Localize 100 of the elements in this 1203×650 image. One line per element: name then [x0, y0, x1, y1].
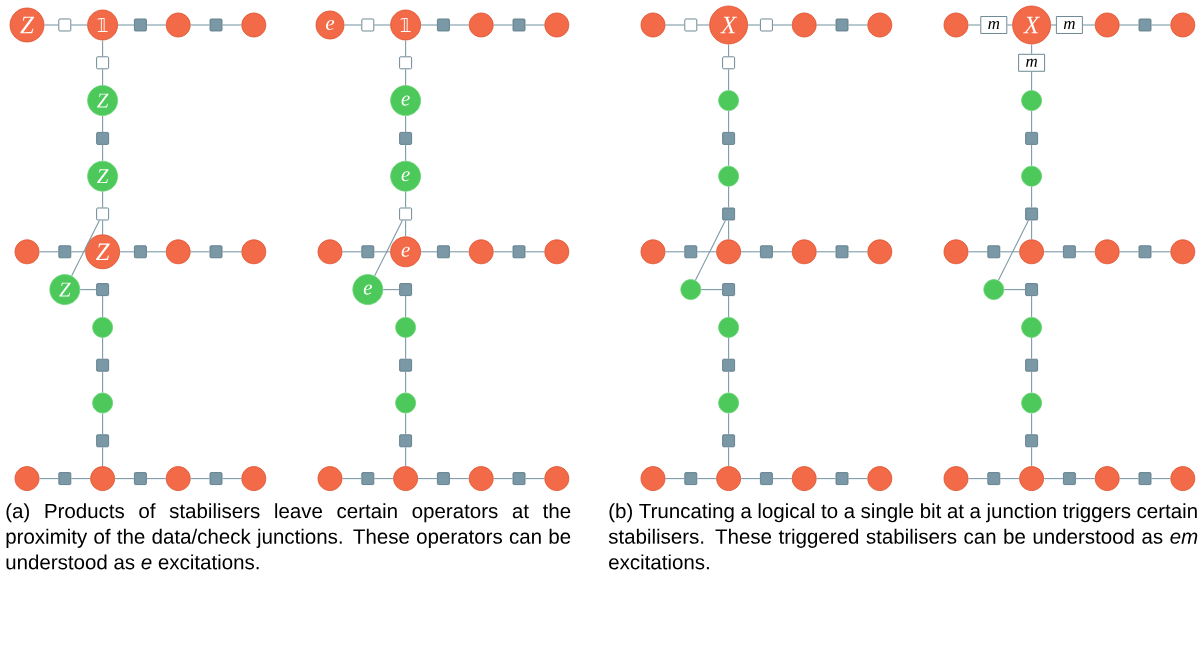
connector-line: [417, 478, 438, 480]
circle-node: [1170, 239, 1196, 265]
connector-line: [1119, 24, 1140, 26]
connector-line: [1082, 24, 1096, 26]
connector-line: [449, 478, 470, 480]
connector-line: [405, 446, 407, 467]
circle-node: e: [390, 85, 421, 116]
connector-line: [102, 219, 104, 235]
connector-line: [1043, 478, 1064, 480]
connector-line: [696, 251, 717, 253]
connector-line: [405, 68, 407, 86]
circle-node: Z: [87, 160, 118, 192]
circle-node: [867, 466, 893, 491]
connector-line: [728, 371, 730, 394]
connector-line: [524, 24, 545, 26]
labeled-box: m: [1055, 16, 1083, 34]
connector-line: [114, 478, 135, 480]
circle-node: [640, 239, 666, 265]
connector-line: [1006, 24, 1013, 26]
circle-node: [1021, 392, 1042, 414]
circle-node: [716, 239, 741, 265]
connector-line: [700, 289, 723, 291]
connector-line: [728, 43, 730, 57]
circle-node: [92, 317, 113, 338]
connector-line: [816, 24, 837, 26]
connector-line: [70, 24, 88, 26]
connector-line: [664, 24, 685, 26]
circle-node: [165, 466, 191, 491]
circle-node: e: [390, 160, 421, 192]
connector-line: [405, 219, 407, 237]
connector-line: [43, 24, 59, 26]
circle-node: Z: [85, 234, 120, 270]
connector-line: [119, 251, 135, 253]
circle-node: [14, 239, 40, 265]
connector-line: [1050, 24, 1057, 26]
connector-line: [449, 24, 470, 26]
connector-line: [694, 219, 726, 281]
connector-line: [190, 478, 211, 480]
connector-line: [967, 251, 988, 253]
labeled-box: m: [980, 16, 1008, 34]
connector-line: [1031, 371, 1033, 394]
circle-node: [718, 165, 739, 187]
connector-line: [1119, 478, 1140, 480]
circle-node: X: [709, 5, 748, 45]
connector-line: [117, 24, 135, 26]
connector-line: [221, 251, 242, 253]
circle-node: [544, 12, 570, 38]
connector-line: [1031, 337, 1033, 360]
caption: (b) Truncating a logical to a single bit at a junction triggers certain stabilisers. These triggered stabilisers can be understood as em excitations.: [608, 503, 1198, 570]
circle-node: [791, 239, 817, 265]
circle-node: [1170, 466, 1196, 491]
connector-line: [374, 219, 403, 277]
connector-line: [449, 251, 470, 253]
circle-node: [1021, 165, 1042, 187]
connector-line: [728, 186, 730, 209]
connector-line: [102, 337, 104, 360]
circle-node: [943, 239, 969, 265]
connector-line: [493, 251, 514, 253]
circle-node: Z: [87, 85, 118, 116]
connector-line: [847, 24, 868, 26]
connector-line: [405, 115, 407, 133]
connector-line: [728, 144, 730, 167]
circle-node: [1019, 239, 1044, 265]
connector-line: [728, 219, 730, 240]
connector-line: [997, 219, 1029, 281]
connector-line: [102, 295, 104, 318]
connector-line: [70, 251, 86, 253]
circle-node: [165, 239, 191, 265]
circle-node: [468, 12, 494, 38]
connector-line: [146, 24, 167, 26]
connector-line: [728, 295, 730, 318]
connector-line: [190, 251, 211, 253]
connector-line: [373, 478, 394, 480]
circle-node: [943, 12, 969, 38]
connector-line: [728, 446, 730, 467]
connector-line: [847, 478, 868, 480]
circle-node: [165, 12, 191, 38]
connector-line: [999, 478, 1020, 480]
connector-line: [1031, 295, 1033, 318]
circle-node: [395, 392, 416, 414]
connector-line: [405, 295, 407, 318]
connector-line: [740, 251, 761, 253]
connector-line: [102, 371, 104, 394]
circle-node: [241, 12, 267, 38]
connector-line: [382, 289, 400, 291]
circle-node: e: [315, 10, 345, 40]
connector-line: [967, 478, 988, 480]
connector-line: [664, 478, 685, 480]
circle-node: [1019, 466, 1044, 491]
circle-node: [718, 317, 739, 338]
connector-line: [728, 68, 730, 91]
circle-node: [943, 466, 969, 491]
connector-line: [1150, 24, 1171, 26]
connector-line: [740, 478, 761, 480]
connector-line: [1031, 446, 1033, 467]
circle-node: Z: [9, 7, 45, 43]
connector-line: [405, 191, 407, 209]
circle-node: e: [352, 274, 384, 305]
circle-node: [92, 392, 113, 414]
circle-node: [1170, 12, 1196, 38]
